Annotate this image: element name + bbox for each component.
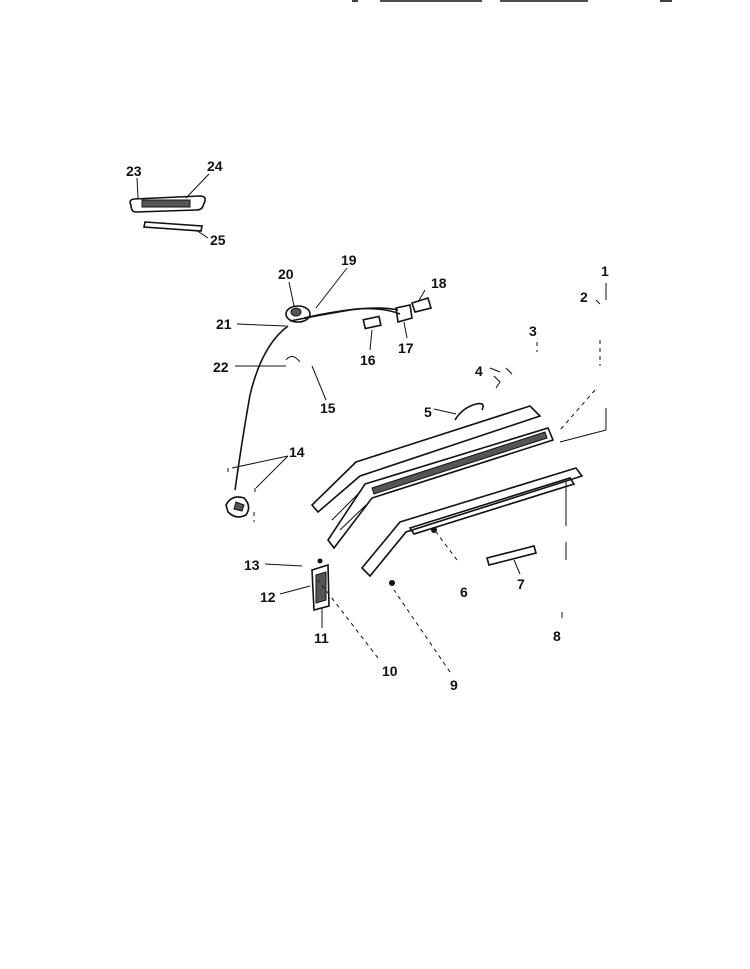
wire-harness	[225, 296, 433, 522]
callout-13: 13	[244, 557, 260, 573]
handle-assembly	[129, 195, 206, 232]
callout-6: 6	[460, 584, 468, 600]
callout-16: 16	[360, 352, 376, 368]
callout-14: 14	[289, 444, 305, 460]
callout-12: 12	[260, 589, 276, 605]
callout-24: 24	[207, 158, 223, 174]
callout-22: 22	[213, 359, 229, 375]
callout-25: 25	[210, 232, 226, 248]
callout-19: 19	[341, 252, 357, 268]
door-panels	[310, 405, 584, 578]
callout-2: 2	[580, 289, 588, 305]
small-parts	[389, 367, 537, 586]
callout-15: 15	[320, 400, 336, 416]
callout-18: 18	[431, 275, 447, 291]
callout-3: 3	[529, 323, 537, 339]
callout-10: 10	[382, 663, 398, 679]
callout-20: 20	[278, 266, 294, 282]
callout-21: 21	[216, 316, 232, 332]
callout-11: 11	[314, 630, 329, 646]
callout-17: 17	[398, 340, 414, 356]
hinge-assembly	[311, 558, 330, 612]
callout-4: 4	[475, 363, 483, 379]
callout-7: 7	[517, 576, 525, 592]
leader-lines	[136, 173, 607, 673]
callout-labels: 1 2 3 4 5 6 7 8 9 10 11 12 13 14 15 16 1…	[126, 158, 609, 693]
callout-8: 8	[553, 628, 561, 644]
callout-1: 1	[601, 263, 609, 279]
callout-9: 9	[450, 677, 458, 693]
callout-23: 23	[126, 163, 142, 179]
callout-5: 5	[424, 404, 432, 420]
